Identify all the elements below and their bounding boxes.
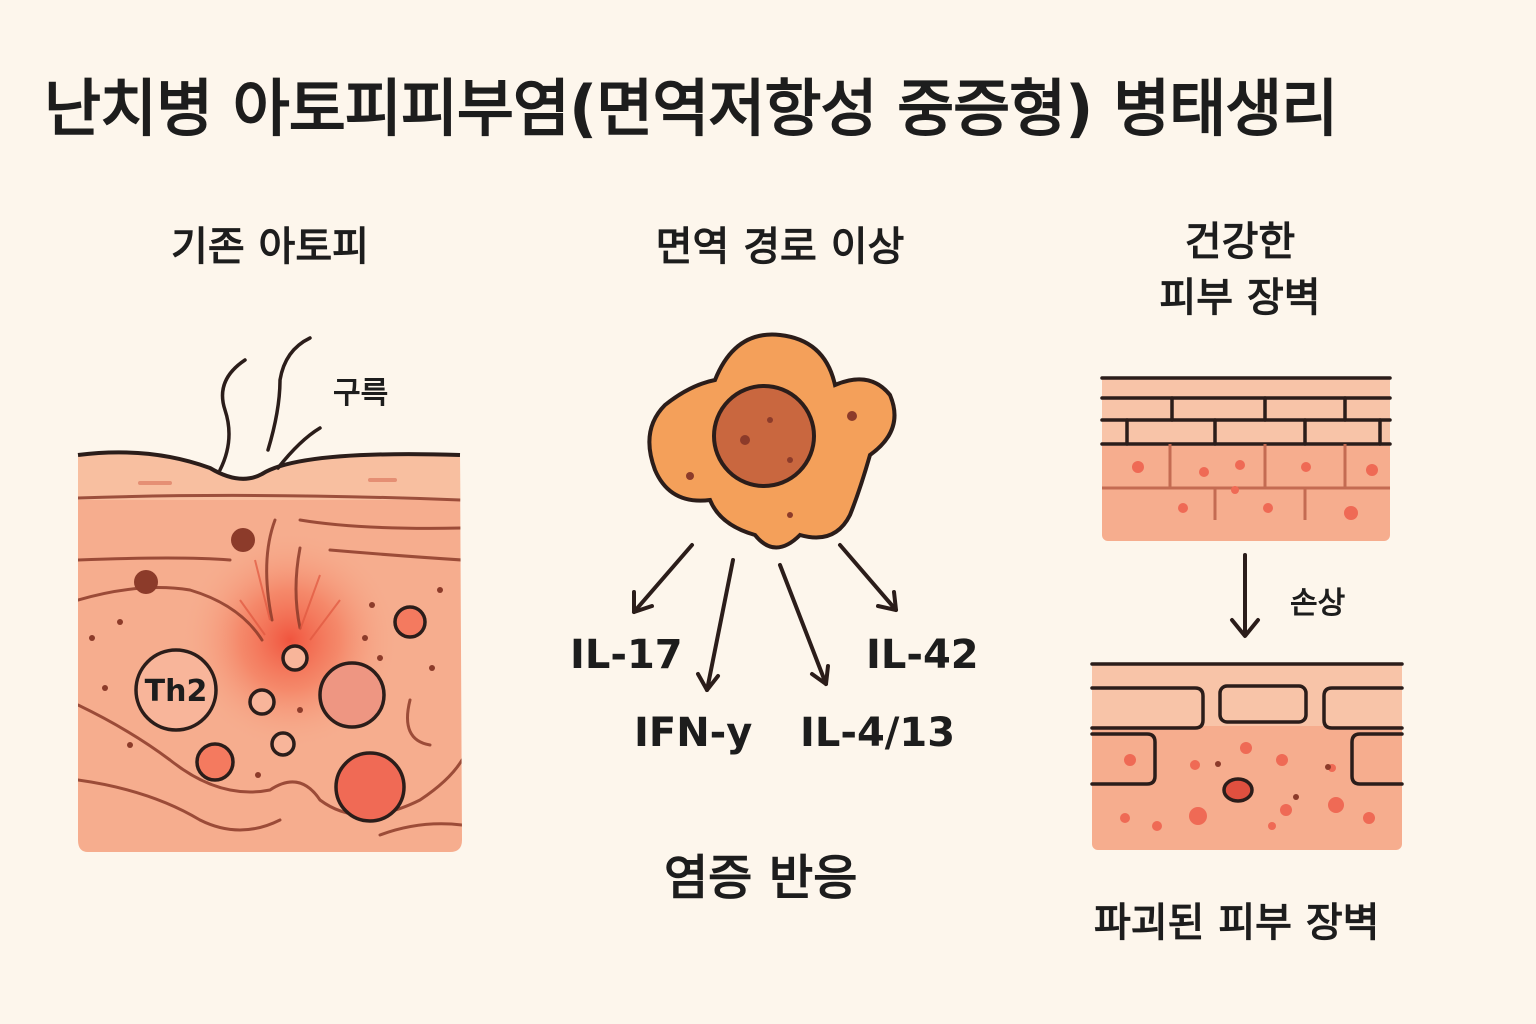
cytokine-arrows: [632, 543, 898, 692]
arrow-il17: [632, 543, 694, 614]
damage-label: 손상: [1290, 586, 1346, 621]
scratch-lines: [218, 336, 322, 472]
cell-circle: [281, 644, 309, 672]
cell-circle-large: [318, 661, 386, 729]
cell-circle: [270, 731, 296, 757]
healthy-skin-barrier: [1100, 376, 1392, 541]
th2-cell: [134, 648, 218, 732]
atopic-skin-block: Th2: [77, 336, 462, 852]
destroyed-barrier-label: 파괴된 피부 장벽: [1094, 900, 1380, 946]
damaged-cell: [1222, 777, 1254, 803]
heading-existing-atopy: 기존 아토피: [171, 224, 369, 270]
damage-arrow: [1230, 553, 1260, 638]
cell-circle-large: [334, 751, 406, 823]
cytokine-label-il42: IL-42: [866, 632, 979, 678]
cell-nucleus: [712, 384, 816, 488]
cytokine-label-ifn: IFN-y: [634, 710, 753, 756]
heading-healthy-barrier: 건강한 피부 장벽: [1120, 214, 1360, 326]
immune-cell: [647, 332, 897, 550]
heading-immune-pathway: 면역 경로 이상: [655, 224, 905, 270]
arrow-il413: [778, 563, 828, 686]
cytokine-label-il413: IL-4/13: [800, 710, 956, 756]
dark-spot: [231, 528, 255, 552]
cytokine-label-il17: IL-17: [570, 632, 683, 678]
heading-healthy-barrier-line1: 건강한: [1184, 219, 1296, 265]
page-title: 난치병 아토피피부염(면역저항성 중증형) 병태생리: [44, 72, 1338, 145]
inflammation-response-label: 염증 반응: [664, 850, 858, 906]
heading-healthy-barrier-line2: 피부 장벽: [1159, 275, 1321, 321]
cell-circle: [248, 688, 276, 716]
arrow-ifn: [705, 558, 735, 692]
scratch-label: 구륵: [333, 376, 389, 411]
destroyed-skin-barrier: [1090, 662, 1404, 850]
arrow-il42: [838, 543, 898, 612]
th2-label: Th2: [145, 674, 208, 709]
dark-spot: [134, 570, 158, 594]
cell-circle: [393, 605, 427, 639]
cell-circle: [195, 742, 235, 782]
